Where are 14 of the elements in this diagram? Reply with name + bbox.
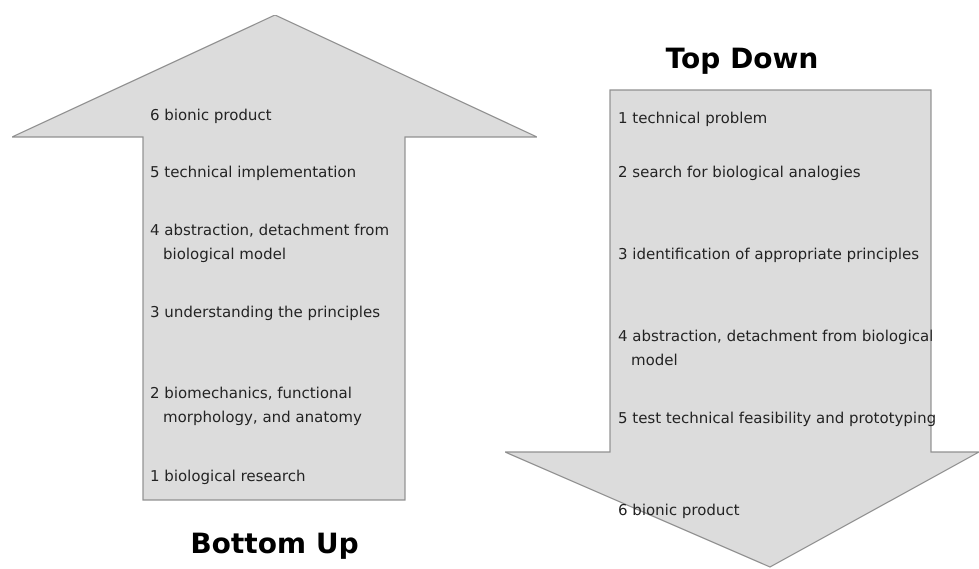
step-text: 5 test technical feasibility and prototyping — [618, 408, 938, 429]
step-text: 6 bionic product — [618, 500, 741, 521]
heading: Top Down — [664, 42, 820, 75]
step-text: 2 search for biological analogies — [618, 162, 862, 183]
step-text: 3 understanding the principles — [150, 302, 382, 323]
step-text: 1 biological research — [150, 466, 306, 487]
step-text: 6 bionic product — [150, 105, 273, 126]
step-text: 3 identification of appropriate principles — [618, 244, 920, 265]
step-text: 1 technical problem — [618, 108, 768, 129]
heading: Bottom Up — [189, 527, 360, 560]
step-text: 4 abstraction, detachment from biological model — [618, 326, 934, 371]
step-text: 2 biomechanics, functional morphology, and anatomy — [150, 383, 363, 428]
step-text: 5 technical implementation — [150, 162, 358, 183]
step-text: 4 abstraction, detachment from biological model — [150, 220, 390, 265]
